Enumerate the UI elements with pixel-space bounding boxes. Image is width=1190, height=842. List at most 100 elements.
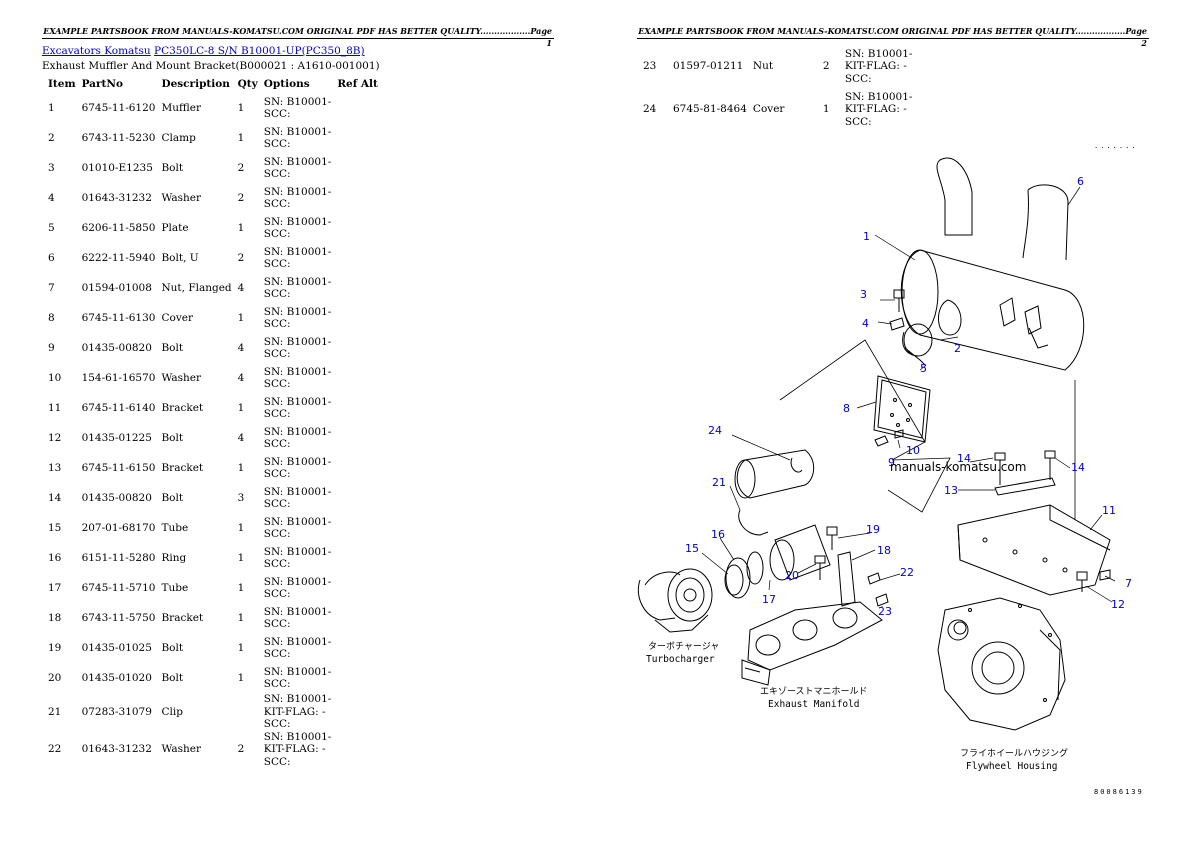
cell-ref-alt — [334, 273, 384, 303]
callout-8: 8 — [843, 402, 850, 415]
cell-partno: 01643-31232 — [81, 743, 152, 755]
option-line: SCC: — [844, 115, 872, 128]
callout-22: 22 — [900, 566, 914, 579]
callout-2: 2 — [954, 342, 961, 355]
cell-partno: 01435-01020 — [81, 671, 152, 684]
cell-description: Bracket — [161, 611, 204, 624]
breadcrumb-link-model[interactable]: PC350LC-8 S/N B10001-UP(PC350_8B) — [154, 45, 365, 57]
cell-item: 19 — [48, 641, 62, 654]
cell-ref-alt — [334, 333, 384, 363]
cell-options: SN: B10001-SCC: — [261, 363, 335, 393]
option-line: KIT-FLAG: - — [844, 103, 907, 116]
col-header-qty: Qty — [237, 78, 258, 90]
cell-options: SN: B10001-SCC: — [261, 393, 335, 423]
callout-15: 15 — [685, 542, 699, 555]
option-line: SCC: — [263, 318, 291, 330]
cell-qty: 1 — [237, 641, 245, 654]
flywheel-label: Flywheel Housing — [966, 761, 1058, 772]
cell-ref-alt — [334, 731, 384, 769]
cell-options: SN: B10001-SCC: — [261, 423, 335, 453]
cell-description: Nut — [752, 60, 774, 73]
parts-table: Item PartNo Description Qty Options Ref … — [45, 75, 384, 768]
callout-14-left: 14 — [957, 452, 971, 465]
cell-ref-alt — [334, 363, 384, 393]
option-line: SCC: — [263, 108, 291, 120]
cell-description: Bolt — [161, 431, 184, 444]
cell-description: Bolt — [161, 491, 184, 504]
cell-qty: 1 — [237, 581, 245, 594]
cell-options: SN: B10001-SCC: — [261, 183, 335, 213]
cell-item: 3 — [48, 161, 55, 174]
option-line: SN: B10001- — [263, 665, 332, 678]
page2-header: EXAMPLE PARTSBOOK FROM MANUALS-KOMATSU.C… — [637, 26, 1149, 48]
cell-item: 8 — [48, 311, 55, 324]
cell-item: 5 — [48, 221, 55, 234]
col-header-ref-alt: Ref Alt — [337, 78, 378, 90]
cell-description: Cover — [161, 311, 193, 324]
callout-1: 1 — [863, 230, 870, 243]
cell-options: SN: B10001-KIT-FLAG: -SCC: — [261, 731, 335, 769]
cell-item: 7 — [48, 281, 55, 294]
clip-drawing — [738, 509, 769, 536]
cell-partno: 6745-11-5710 — [81, 581, 156, 594]
option-line: SN: B10001- — [263, 185, 332, 198]
option-line: SN: B10001- — [263, 455, 332, 468]
cell-description: Cover — [752, 103, 785, 116]
clamp-drawing — [889, 289, 933, 367]
cell-ref-alt — [915, 45, 965, 88]
cell-options: SN: B10001-SCC: — [261, 123, 335, 153]
cell-qty: 1 — [237, 551, 245, 564]
watermark: manuals-komatsu.com — [890, 460, 1026, 474]
cell-ref-alt — [334, 453, 384, 483]
option-line: SCC: — [844, 72, 872, 85]
option-line: KIT-FLAG: - — [263, 743, 326, 755]
cell-description: Nut, Flanged — [161, 281, 232, 294]
callout-10: 10 — [906, 444, 920, 457]
callout-5: 5 — [920, 362, 927, 375]
cell-options: SN: B10001-SCC: — [261, 273, 335, 303]
cell-item: 12 — [48, 431, 62, 444]
option-line: SN: B10001- — [263, 215, 332, 228]
breadcrumb-link-category[interactable]: Excavators Komatsu — [42, 45, 151, 57]
cell-description: Washer — [161, 191, 201, 204]
cell-qty: 1 — [237, 521, 245, 534]
cell-ref-alt — [334, 423, 384, 453]
callout-13: 13 — [944, 484, 958, 497]
cell-options: SN: B10001-SCC: — [261, 603, 335, 633]
callout-19: 19 — [866, 523, 880, 536]
callout-4: 4 — [862, 317, 869, 330]
cell-options: SN: B10001-SCC: — [261, 303, 335, 333]
option-line: SN: B10001- — [263, 730, 332, 743]
callout-14-right: 14 — [1071, 461, 1085, 474]
cell-item: 4 — [48, 191, 55, 204]
cell-ref-alt — [334, 483, 384, 513]
option-line: SN: B10001- — [263, 335, 332, 348]
callout-18: 18 — [877, 544, 891, 557]
option-line: SN: B10001- — [263, 515, 332, 528]
mount-bracket-drawing — [957, 450, 1111, 596]
cell-qty: 1 — [237, 101, 245, 114]
cell-item: 1 — [48, 101, 55, 114]
callout-9: 9 — [888, 456, 895, 469]
cell-item: 23 — [643, 60, 657, 73]
cell-partno: 01435-00820 — [81, 341, 152, 354]
option-line: SN: B10001- — [263, 605, 332, 618]
cell-partno: 01435-01025 — [81, 641, 152, 654]
option-line: SCC: — [263, 348, 291, 360]
cell-options: SN: B10001-SCC: — [261, 333, 335, 363]
callout-7: 7 — [1125, 577, 1132, 590]
cell-description: Tube — [161, 581, 189, 594]
cell-partno: 207-01-68170 — [81, 521, 156, 534]
cell-options: SN: B10001-SCC: — [261, 153, 335, 183]
cell-partno: 6745-11-6150 — [81, 461, 156, 474]
cell-description: Tube — [161, 521, 189, 534]
bracket-drawing — [814, 526, 889, 607]
cell-item: 24 — [643, 103, 657, 116]
col-header-description: Description — [161, 78, 230, 90]
